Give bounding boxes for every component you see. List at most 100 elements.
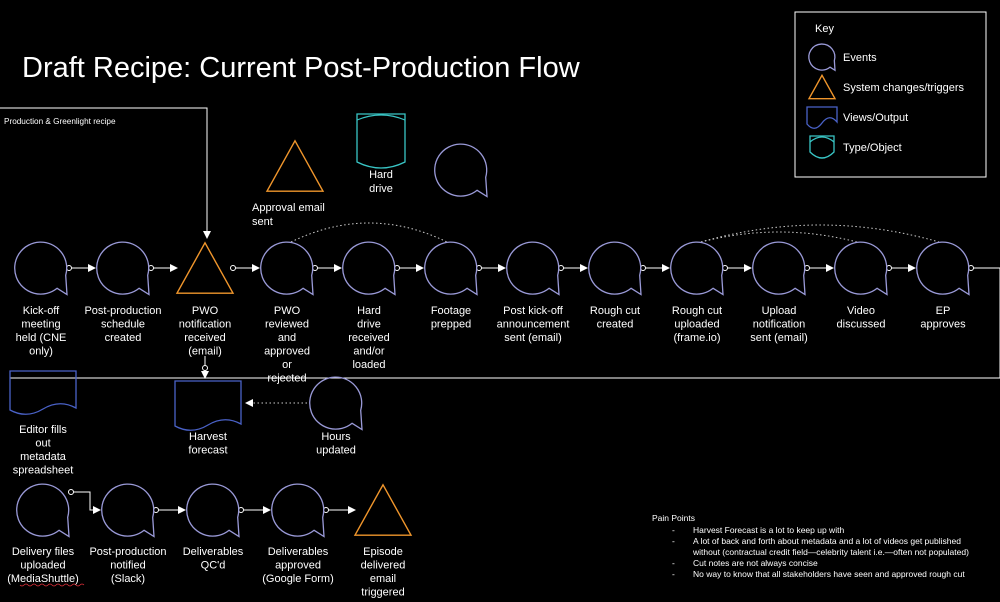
legend-heading: Key [815,23,834,35]
flow-node-label-line: notified [110,560,145,572]
flow-node-label-line: approved [275,560,321,572]
flow-node-label-line: or [282,359,292,371]
event-shape-icon [916,241,970,296]
trigger-shape-icon [175,241,235,294]
floating-node [434,143,488,198]
floating-node-label-line: sent [252,216,273,228]
event-shape-icon [670,241,724,296]
flow-node-label-line: approved [264,346,310,358]
flow-node-label-line: created [597,319,634,331]
legend-item-type: Type/Object [809,135,902,159]
flow-node-label-line: prepped [431,319,471,331]
event-shape-icon [506,241,560,296]
legend-item-view: Views/Output [806,106,908,129]
flow-node-label-line: sent (email) [750,332,807,344]
flow-node-label-line: uploaded [674,319,719,331]
trigger-shape-icon [353,483,413,536]
page-title: Draft Recipe: Current Post-Production Fl… [22,52,581,84]
flow-node-label-line: (MediaShuttle) [7,573,79,585]
entry-connector: Production & Greenlight recipe [0,107,211,239]
flow-node-label-line: Post-production [84,305,161,317]
flow-node-label-line: sent (email) [504,332,561,344]
floating-node-label-line: Hard [369,169,393,181]
event-shape-icon [752,241,806,296]
event-shape-icon [96,241,150,296]
entry-label: Production & Greenlight recipe [4,117,116,126]
flow-node-label-line: Editor fills [19,424,67,436]
flow-node-label-line: received [184,332,226,344]
flow-node-label-line: email [370,573,396,585]
flow-node-label-line: delivered [361,560,406,572]
legend-item-label: System changes/triggers [843,82,965,94]
pain-point-text: Harvest Forecast is a lot to keep up wit… [693,525,844,535]
pain-point-item: -Cut notes are not always concise [672,558,818,568]
legend-item-event: Events [808,43,877,72]
legend-event-icon [808,43,836,72]
flow-node-label-line: Hard [357,305,381,317]
bullet-dash: - [672,569,675,579]
pain-point-item: -No way to know that all stakeholders ha… [672,569,965,579]
flow-node-label-line: schedule [101,319,145,331]
event-shape-icon [309,376,363,431]
pain-point-item: - A lot of back and forth about metadata … [672,536,969,557]
flow-node-label-line: out [35,438,50,450]
legend-type-icon [809,135,835,159]
pain-point-text: Cut notes are not always concise [693,558,818,568]
event-shape-icon [16,483,70,538]
pain-point-item: -Harvest Forecast is a lot to keep up wi… [672,525,844,535]
floating-node-label-line: Approval email [252,202,325,214]
legend-trigger-icon [807,73,837,100]
legend-item-label: Events [843,52,877,64]
flow-node-label-line: meeting [21,319,60,331]
bullet-dash: - [672,536,675,546]
flow-node-label-line: QC'd [201,560,226,572]
flow-node-label-line: triggered [361,587,404,599]
flow-node-label-line: updated [316,445,356,457]
flow-node-label-line: Delivery files [12,546,75,558]
flow-node-label-line: Rough cut [672,305,722,317]
event-shape-icon [424,241,478,296]
legend-view-icon [806,106,838,129]
pain-point-text: A lot of back and forth about metadata a… [693,536,961,546]
event-shape-icon [342,241,396,296]
legend-item-label: Type/Object [843,142,902,154]
pain-point-text: without (contractual credit field—celebr… [692,547,969,557]
flow-node-label-line: received [348,332,390,344]
flow-node-label-line: forecast [188,445,227,457]
event-shape-icon [101,483,155,538]
flow-node: Post-production notified(Slack) [89,483,167,585]
event-shape-icon [434,143,488,198]
flow-node-label-line: Deliverables [183,546,244,558]
type-shape-icon [356,113,406,169]
flow-node-label-line: Post-production [89,546,166,558]
flow-node-label-line: Upload [762,305,797,317]
floating-node: Approval email sent [252,139,325,228]
event-shape-icon [271,483,325,538]
flow-node-label-line: drive [357,319,381,331]
view-shape-icon [174,380,242,431]
flow-node-label-line: notification [179,319,232,331]
connectors [9,222,1000,587]
flow-node-label-line: and [278,332,296,344]
flow-node-label-line: Kick-off [23,305,60,317]
legend-item-trigger: System changes/triggers [807,73,965,100]
flow-node-label-line: announcement [497,319,570,331]
flow-node-label-line: Post kick-off [503,305,564,317]
flow-node-label-line: discussed [837,319,886,331]
flow-node-label-line: (Slack) [111,573,145,585]
